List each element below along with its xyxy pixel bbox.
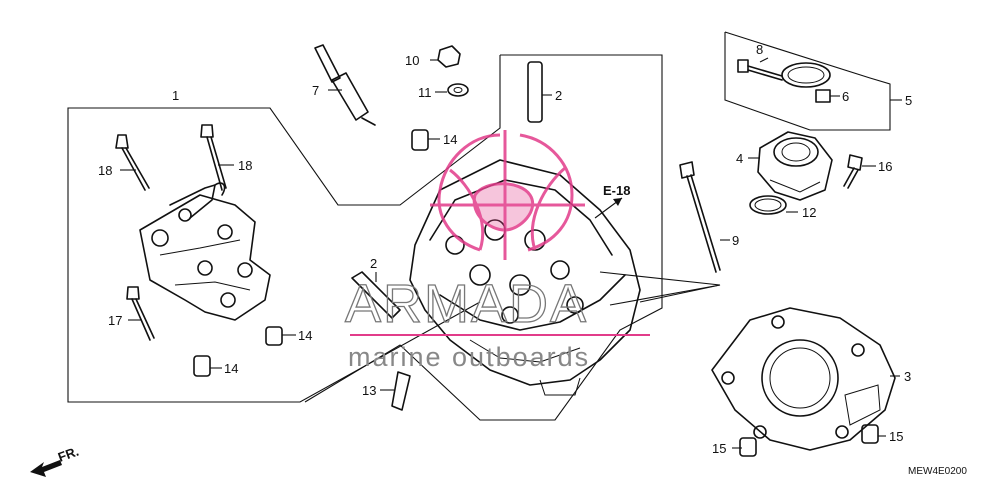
- watermark-brand: ARMADA: [345, 274, 588, 334]
- dowel-pin-15-right: [861, 424, 879, 444]
- stud-9-leaders: [599, 271, 721, 306]
- spark-plug: [314, 44, 376, 126]
- insulator-group-outline: [724, 31, 891, 131]
- callout-17: 17: [108, 313, 122, 328]
- hose-clamp-6: [781, 62, 831, 103]
- watermark-tagline: marine outboards: [348, 342, 590, 372]
- callout-18-left: 18: [98, 163, 112, 178]
- callout-7: 7: [312, 83, 319, 98]
- o-ring-12: [749, 195, 787, 215]
- stud-13: [391, 371, 411, 411]
- dowel-pin-14-a: [265, 326, 283, 346]
- head-gasket: [711, 307, 896, 451]
- callout-4: 4: [736, 151, 743, 166]
- rocker-group-outline: [67, 54, 663, 421]
- rocker-arm-holder: [139, 182, 271, 321]
- callout-18-right: 18: [238, 158, 252, 173]
- dowel-pin-14-c: [411, 129, 429, 151]
- watermark-logo: [430, 130, 585, 260]
- callout-13: 13: [362, 383, 376, 398]
- front-label: FR.: [56, 444, 81, 465]
- bolt-18-right: [200, 124, 227, 191]
- callout-14-b: 14: [224, 361, 238, 376]
- bolt-16: [843, 154, 863, 189]
- callout-2-top: 2: [555, 88, 562, 103]
- dowel-pin-15-left: [739, 437, 757, 457]
- clamp-screw-8: [737, 59, 783, 81]
- callout-6: 6: [842, 89, 849, 104]
- callout-15-right: 15: [889, 429, 903, 444]
- callout-5: 5: [905, 93, 912, 108]
- bolt-18-left: [115, 134, 150, 191]
- dowel-pin-14-b: [193, 355, 211, 377]
- stud-2-lower: [351, 271, 401, 319]
- stud-bolt-9: [679, 161, 721, 273]
- callout-3: 3: [904, 369, 911, 384]
- diagram-code: MEW4E0200: [908, 466, 967, 477]
- callout-12: 12: [802, 205, 816, 220]
- callout-8: 8: [756, 42, 763, 57]
- reference-e18: E-18: [603, 183, 630, 198]
- bolt-17: [126, 286, 155, 341]
- callout-2-lower: 2: [370, 256, 377, 271]
- washer-11: [447, 83, 469, 97]
- stud-2-top: [527, 61, 543, 123]
- callout-16: 16: [878, 159, 892, 174]
- watermark: ARMADA marine outboards: [344, 130, 650, 372]
- e18-arrow: [594, 197, 623, 219]
- callout-14-c: 14: [443, 132, 457, 147]
- leader-lines: [120, 57, 902, 449]
- callout-10: 10: [405, 53, 419, 68]
- callout-14-a: 14: [298, 328, 312, 343]
- front-arrow-icon: FR.: [30, 444, 81, 477]
- callout-9: 9: [732, 233, 739, 248]
- nut-10: [437, 45, 461, 68]
- callout-11: 11: [418, 85, 432, 100]
- callout-15-left: 15: [712, 441, 726, 456]
- callout-1: 1: [172, 88, 179, 103]
- insulator-4: [757, 131, 833, 201]
